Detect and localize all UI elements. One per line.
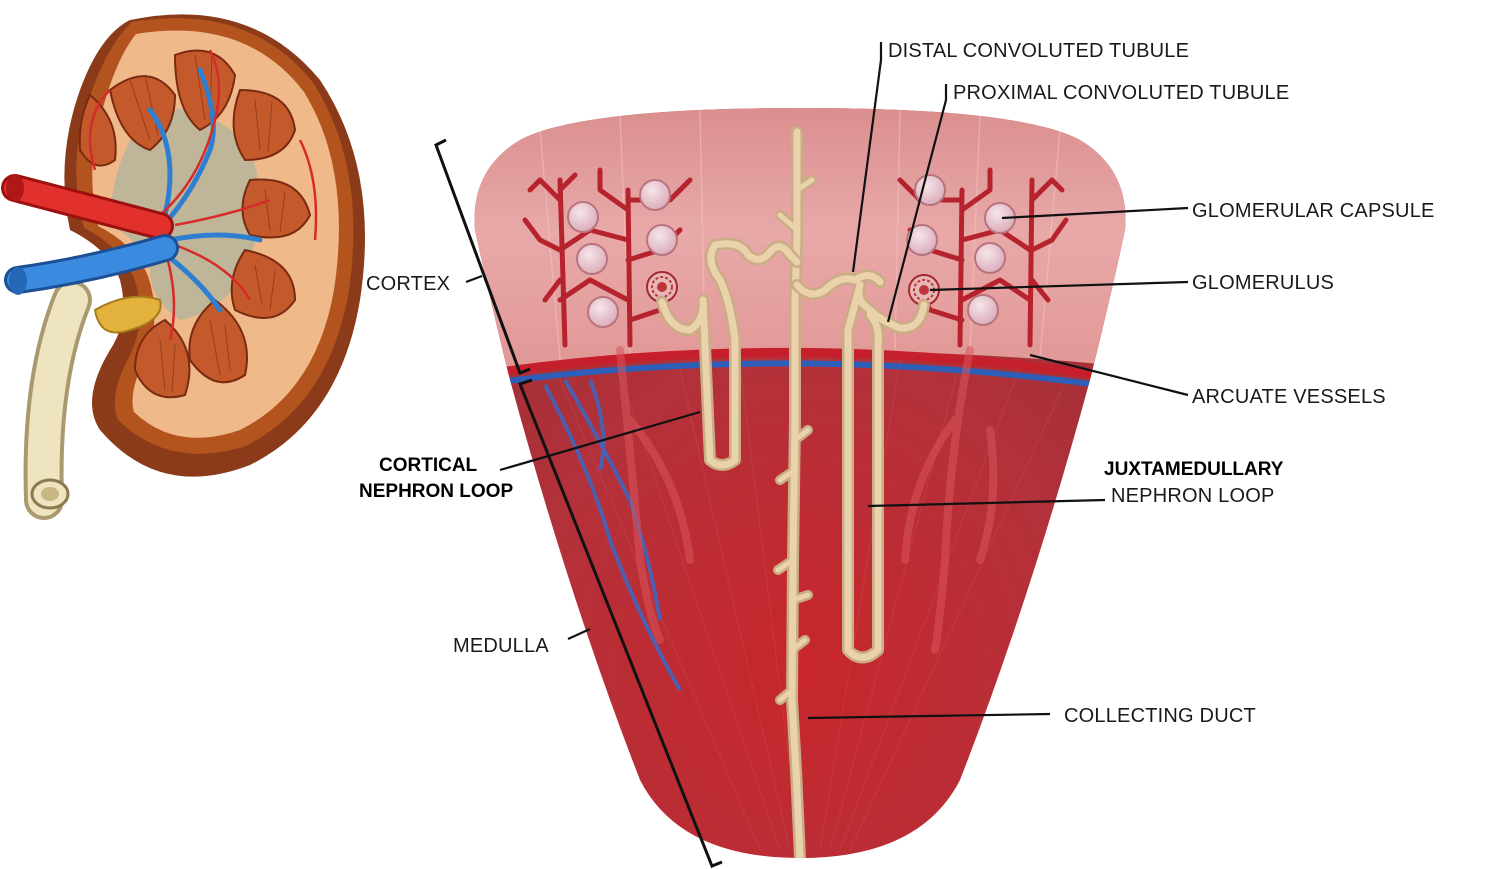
label-cortical-nephron-loop-line1: CORTICAL <box>379 455 478 476</box>
label-distal-convoluted-tubule: DISTAL CONVOLUTED TUBULE <box>888 40 1189 62</box>
label-arcuate-vessels: ARCUATE VESSELS <box>1192 386 1386 408</box>
kidney-cross-section <box>6 14 365 508</box>
label-medulla: MEDULLA <box>453 635 549 657</box>
label-collecting-duct: COLLECTING DUCT <box>1064 705 1256 727</box>
label-glomerulus: GLOMERULUS <box>1192 272 1334 294</box>
renal-pyramid <box>440 90 1160 858</box>
label-juxtamedullary-line1: JUXTAMEDULLARY <box>1104 459 1284 480</box>
label-cortical-nephron-loop-line2: NEPHRON LOOP <box>359 481 513 502</box>
label-glomerular-capsule: GLOMERULAR CAPSULE <box>1192 200 1435 222</box>
label-cortex: CORTEX <box>366 273 450 295</box>
label-juxtamedullary-line2: NEPHRON LOOP <box>1111 485 1275 507</box>
label-proximal-convoluted-tubule: PROXIMAL CONVOLUTED TUBULE <box>953 82 1289 104</box>
